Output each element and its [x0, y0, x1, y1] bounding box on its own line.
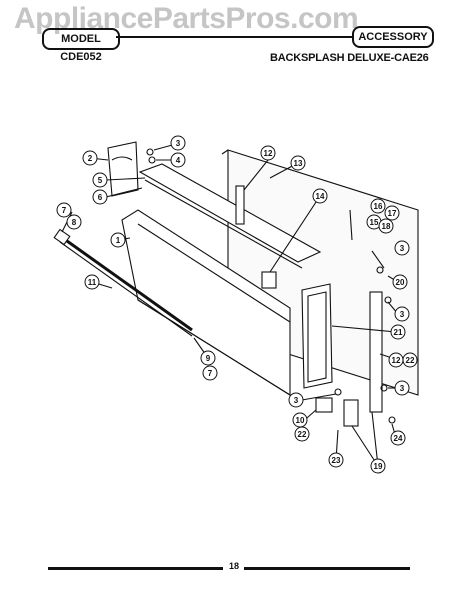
- callout-9: 9: [200, 350, 216, 366]
- callout-7: 7: [202, 365, 218, 381]
- callout-label: 24: [394, 434, 403, 443]
- callout-label: 8: [72, 218, 77, 227]
- callout-3: 3: [394, 240, 410, 256]
- callout-label: 5: [98, 176, 103, 185]
- header-rule: [116, 36, 352, 38]
- switch-cover: [343, 399, 359, 427]
- callout-label: 2: [88, 154, 93, 163]
- callout-label: 21: [394, 328, 403, 337]
- callout-label: 3: [400, 310, 405, 319]
- callout-label: 7: [62, 206, 67, 215]
- callout-label: 22: [406, 356, 415, 365]
- callout-2: 2: [82, 150, 98, 166]
- diagram-subtitle: BACKSPLASH DELUXE-CAE26: [270, 52, 429, 64]
- callout-7: 7: [56, 202, 72, 218]
- callout-3: 3: [170, 135, 186, 151]
- callout-label: 6: [98, 193, 103, 202]
- callout-label: 13: [294, 159, 303, 168]
- model-label: MODEL CDE052: [42, 28, 120, 63]
- callout-3: 3: [394, 380, 410, 396]
- callout-label: 11: [88, 278, 97, 287]
- callout-label: 19: [374, 462, 383, 471]
- callout-label: 22: [298, 430, 307, 439]
- callout-4: 4: [170, 152, 186, 168]
- right-rail: [369, 291, 383, 413]
- callout-label: 3: [176, 139, 181, 148]
- callout-14: 14: [312, 188, 328, 204]
- callout-label: 12: [264, 149, 273, 158]
- callout-13: 13: [290, 155, 306, 171]
- callout-label: 4: [176, 156, 181, 165]
- callout-label: 18: [382, 222, 391, 231]
- mount-clip: [235, 185, 245, 225]
- callout-12: 12: [260, 145, 276, 161]
- callout-24: 24: [390, 430, 406, 446]
- callout-3: 3: [288, 392, 304, 408]
- callout-label: 12: [392, 356, 401, 365]
- callout-18: 18: [378, 218, 394, 234]
- callout-21: 21: [390, 324, 406, 340]
- callout-label: 10: [296, 416, 305, 425]
- callout-3: 3: [394, 306, 410, 322]
- callout-17: 17: [384, 205, 400, 221]
- callout-label: 3: [400, 384, 405, 393]
- switch: [315, 397, 333, 413]
- callout-19: 19: [370, 458, 386, 474]
- callout-23: 23: [328, 452, 344, 468]
- footer-rule-left: [48, 567, 223, 570]
- callout-22: 22: [402, 352, 418, 368]
- category-label: ACCESSORY: [352, 26, 434, 48]
- callout-label: 1: [116, 236, 121, 245]
- top-trim: [138, 163, 322, 263]
- callout-label: 17: [388, 209, 397, 218]
- callout-label: 9: [206, 354, 211, 363]
- side-bracket: [107, 141, 139, 197]
- callout-12: 12: [388, 352, 404, 368]
- callout-10: 10: [292, 412, 308, 428]
- callout-label: 3: [294, 396, 299, 405]
- callout-1: 1: [110, 232, 126, 248]
- callout-label: 23: [332, 456, 341, 465]
- callout-16: 16: [370, 198, 386, 214]
- callout-11: 11: [84, 274, 100, 290]
- front-panel: [121, 209, 291, 396]
- callout-label: 16: [374, 202, 383, 211]
- callout-label: 3: [400, 244, 405, 253]
- callout-label: 14: [316, 192, 325, 201]
- page-number: 18: [228, 561, 239, 571]
- footer-rule-right: [244, 567, 410, 570]
- callout-label: 15: [370, 218, 379, 227]
- callout-6: 6: [92, 189, 108, 205]
- rod: [59, 234, 193, 332]
- callout-label: 20: [396, 278, 405, 287]
- end-panel: [301, 283, 333, 389]
- center-bracket: [261, 271, 277, 289]
- end-cap: [53, 228, 71, 246]
- callout-22: 22: [294, 426, 310, 442]
- callout-5: 5: [92, 172, 108, 188]
- callout-label: 7: [208, 369, 213, 378]
- callout-8: 8: [66, 214, 82, 230]
- callout-20: 20: [392, 274, 408, 290]
